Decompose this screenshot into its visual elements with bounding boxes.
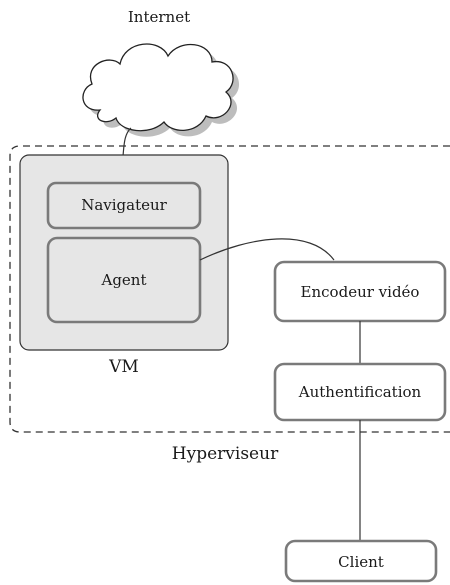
client-label: Client	[338, 553, 384, 571]
auth-label: Authentification	[298, 383, 422, 401]
agent-encoder-connector	[199, 238, 335, 261]
client-box	[284, 539, 438, 583]
agent-label: Agent	[101, 271, 147, 289]
vm-label: VM	[108, 357, 139, 377]
agent-box	[46, 236, 202, 324]
hypervisor-label: Hyperviseur	[172, 444, 279, 464]
internet-connector	[122, 127, 132, 157]
browser-box	[46, 181, 202, 230]
internet-label: Internet	[128, 8, 190, 26]
encoder-label: Encodeur vidéo	[301, 283, 420, 301]
hypervisor-boundary	[9, 145, 450, 433]
browser-label: Navigateur	[81, 196, 167, 214]
internet-cloud	[82, 43, 234, 132]
